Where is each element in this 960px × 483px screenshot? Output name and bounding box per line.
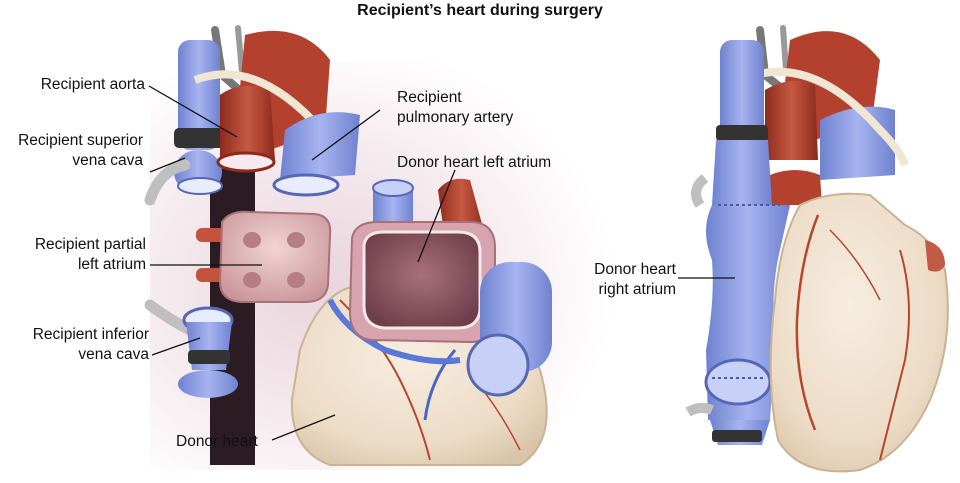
right-left-atrial-appendage [925, 240, 945, 272]
right-umbilical-tape [738, 67, 909, 167]
label-recipient-partial-la-line1: Recipient partial [34, 236, 146, 253]
right-ivc-anastomosis [704, 358, 772, 406]
right-lad [795, 214, 820, 431]
right-pulmonary-artery [820, 106, 895, 180]
pv-orifice-1 [243, 232, 261, 248]
pv-orifice-4 [287, 272, 305, 288]
recipient-pa-vessel [280, 112, 360, 180]
right-svc-lower [712, 140, 772, 205]
donor-svc-opening [372, 179, 414, 197]
leader-recipient-aorta [148, 85, 238, 138]
label-recipient-partial-la-line2: left atrium [77, 256, 146, 273]
donor-la-opening [362, 230, 482, 330]
right-svc [720, 40, 764, 140]
ivc-cuff [178, 370, 238, 398]
label-donor-ra-line2: right atrium [598, 281, 676, 298]
right-svc-cannula [691, 174, 709, 208]
left-panel [144, 25, 640, 470]
recipient-svc-vessel [178, 40, 220, 150]
label-recipient-svc-line2: vena cava [72, 152, 143, 169]
svc-opening [177, 177, 223, 195]
pulmonary-vein-stub-1 [196, 228, 228, 242]
label-donor-la: Donor heart left atrium [397, 154, 552, 171]
recipient-partial-la-patch [218, 210, 332, 303]
leader-recipient-svc [149, 157, 186, 173]
right-svc-tie [716, 125, 768, 141]
ivc-cannula [144, 299, 196, 336]
leader-donor-la [417, 169, 456, 263]
right-ivc-tie [712, 430, 762, 442]
pv-orifice-3 [243, 272, 261, 288]
pa-opening [272, 173, 340, 197]
coronary-vein-1 [423, 349, 457, 421]
label-donor-heart: Donor heart [176, 433, 258, 450]
label-recipient-aorta: Recipient aorta [40, 76, 145, 93]
right-diagonal [829, 229, 881, 301]
ivc-tie [188, 350, 230, 364]
label-recipient-ivc-line2: vena cava [78, 346, 149, 363]
leader-recipient-pa [311, 109, 381, 161]
donor-ivc-opening [466, 333, 530, 397]
leader-donor-heart [271, 414, 336, 441]
pv-orifice-2 [287, 232, 305, 248]
label-recipient-pa-line2: pulmonary artery [397, 109, 514, 126]
leader-recipient-ivc [151, 337, 201, 356]
right-ivc-cannula [685, 402, 714, 417]
right-anastomosed-aorta [770, 170, 822, 205]
label-recipient-ivc-line1: Recipient inferior [32, 326, 149, 343]
svc-tie [174, 128, 224, 148]
label-recipient-pa-line1: Recipient [397, 89, 462, 106]
right-circumflex [879, 249, 910, 461]
coronary-sinus [327, 298, 461, 365]
diagram-title: Recipient’s heart during surgery [357, 2, 603, 19]
label-donor-ra-line1: Donor heart [594, 261, 676, 278]
recipient-aorta-vessel [220, 86, 275, 165]
label-recipient-svc-line1: Recipient superior [18, 132, 143, 149]
aorta-opening [216, 151, 276, 173]
right-recipient-aorta [765, 81, 818, 160]
svc-cannula [144, 159, 191, 206]
right-panel [678, 25, 949, 473]
